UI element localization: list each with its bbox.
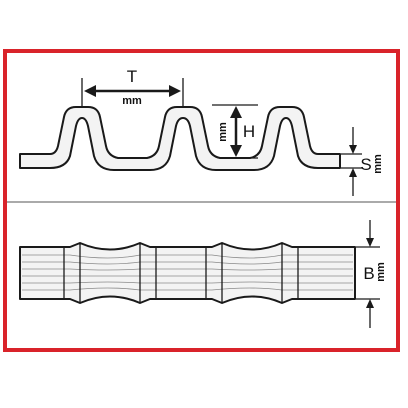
belt-top-view: B mm: [19, 220, 387, 328]
pitch-arrowhead-left: [84, 85, 96, 97]
belt-profile-body: [19, 106, 341, 171]
thickness-unit: mm: [372, 154, 384, 174]
belt-profile-view: T mm H mm S mm: [19, 67, 384, 196]
diagram-frame: [3, 49, 400, 352]
width-label: B: [363, 264, 374, 283]
thickness-label: S: [360, 155, 371, 174]
thickness-arrowhead-bottom: [349, 168, 357, 177]
thickness-arrowhead-top: [349, 145, 357, 154]
width-unit: mm: [375, 262, 387, 282]
width-arrowhead-bottom: [366, 299, 374, 308]
belt-cord-lines: [22, 254, 353, 291]
height-label: H: [243, 122, 255, 141]
height-arrowhead-top: [230, 106, 242, 118]
height-arrowhead-bottom: [230, 145, 242, 157]
pitch-unit: mm: [122, 95, 142, 107]
width-arrowhead-top: [366, 238, 374, 247]
pitch-label: T: [127, 67, 137, 86]
pitch-arrowhead-right: [169, 85, 181, 97]
belt-tooth-boundaries: [63, 244, 299, 302]
belt-top-view-body: [19, 242, 356, 304]
height-unit: mm: [217, 122, 229, 142]
